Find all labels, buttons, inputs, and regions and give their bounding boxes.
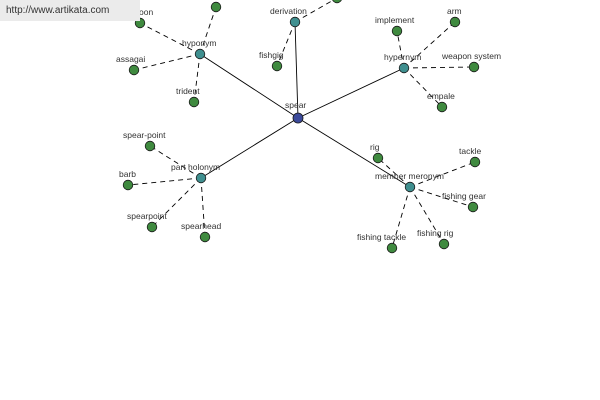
relation-node-part-holonym-dot[interactable] xyxy=(195,172,207,184)
edge-hyponym-trident xyxy=(193,53,201,103)
center-node-spear[interactable]: spear xyxy=(285,100,306,124)
edge-hyponym-harpoon xyxy=(139,22,201,55)
leaf-node-spearhead[interactable]: spearhead xyxy=(181,221,221,243)
edge-part-holonym-spearpoint xyxy=(151,177,202,228)
leaf-node-spear-point-dot[interactable] xyxy=(144,140,156,152)
leaf-node-rig[interactable]: rig xyxy=(370,142,384,164)
edge-spear-hypernym xyxy=(297,67,405,119)
relation-node-derivation[interactable]: derivation xyxy=(270,6,307,28)
relation-node-hypernym[interactable]: hypernym xyxy=(384,52,421,74)
leaf-node-derivation-top-leaf-dot[interactable] xyxy=(332,0,342,4)
leaf-node-fishing-tackle-dot[interactable] xyxy=(386,242,398,254)
leaf-node-implement-label: implement xyxy=(375,15,415,25)
leaf-node-arm[interactable]: arm xyxy=(447,6,462,28)
leaf-node-implement-dot[interactable] xyxy=(391,25,403,37)
edge-spear-hyponym xyxy=(199,53,299,119)
edge-hypernym-weapon-system xyxy=(403,66,475,69)
leaf-node-assagai[interactable]: assagai xyxy=(116,54,145,76)
edge-hyponym-assagai xyxy=(133,53,201,71)
edge-hypernym-implement xyxy=(396,30,405,69)
leaf-node-assagai-dot[interactable] xyxy=(128,64,140,76)
leaf-node-empale-label: empale xyxy=(427,91,455,101)
leaf-node-spear-point[interactable]: spear-point xyxy=(123,130,166,152)
relation-node-hyponym[interactable]: hyponym xyxy=(182,38,217,60)
edge-part-holonym-barb xyxy=(127,177,202,186)
leaf-node-tackle-dot[interactable] xyxy=(469,156,481,168)
edge-member-meronym-fishing-gear xyxy=(409,186,474,208)
edge-member-meronym-tackle xyxy=(409,161,476,188)
relation-node-member-meronym-dot[interactable] xyxy=(404,181,416,193)
leaf-node-spearhead-label: spearhead xyxy=(181,221,221,231)
leaf-node-spearpoint-dot[interactable] xyxy=(146,221,158,233)
relation-node-part-holonym-label: part holonym xyxy=(171,162,220,172)
leaf-node-barb-dot[interactable] xyxy=(122,179,134,191)
leaf-node-weapon-system[interactable]: weapon system xyxy=(441,51,501,73)
leaf-node-empale-dot[interactable] xyxy=(436,101,448,113)
leaf-node-trident-label: trident xyxy=(176,86,200,96)
edge-part-holonym-spear-point xyxy=(149,145,202,179)
leaf-node-hyponym-top-leaf[interactable] xyxy=(210,1,222,13)
leaf-node-rig-dot[interactable] xyxy=(372,152,384,164)
edge-derivation-derivation-top-leaf xyxy=(294,0,335,23)
edge-member-meronym-fishing-rig xyxy=(409,186,445,245)
source-url-banner[interactable]: http://www.artikata.com xyxy=(0,0,140,21)
center-node-spear-dot[interactable] xyxy=(292,112,304,124)
graph-edges xyxy=(127,0,476,249)
center-node-spear-label: spear xyxy=(285,100,306,110)
edge-spear-part-holonym xyxy=(200,117,299,179)
leaf-node-fishing-rig-label: fishing rig xyxy=(417,228,454,238)
leaf-node-fishing-gear-dot[interactable] xyxy=(467,201,479,213)
leaf-node-fishing-rig-dot[interactable] xyxy=(438,238,450,250)
leaf-node-fishing-tackle-label: fishing tackle xyxy=(357,232,406,242)
leaf-node-rig-label: rig xyxy=(370,142,380,152)
leaf-node-fishing-tackle[interactable]: fishing tackle xyxy=(357,232,406,254)
leaf-node-arm-dot[interactable] xyxy=(449,16,461,28)
leaf-node-spearhead-dot[interactable] xyxy=(199,231,211,243)
edge-spear-derivation xyxy=(294,21,299,119)
leaf-node-tackle-label: tackle xyxy=(459,146,481,156)
leaf-node-trident[interactable]: trident xyxy=(176,86,200,108)
edge-derivation-fishgig xyxy=(276,21,296,67)
leaf-node-fishgig-dot[interactable] xyxy=(271,60,283,72)
edge-member-meronym-rig xyxy=(377,157,411,188)
leaf-node-hyponym-top-leaf-dot[interactable] xyxy=(210,1,222,13)
leaf-node-weapon-system-dot[interactable] xyxy=(468,61,480,73)
relation-node-hypernym-dot[interactable] xyxy=(398,62,410,74)
relation-node-part-holonym[interactable]: part holonym xyxy=(171,162,220,184)
relation-node-hyponym-dot[interactable] xyxy=(194,48,206,60)
leaf-node-assagai-label: assagai xyxy=(116,54,145,64)
leaf-node-barb[interactable]: barb xyxy=(119,169,136,191)
leaf-node-arm-label: arm xyxy=(447,6,462,16)
leaf-node-weapon-system-label: weapon system xyxy=(441,51,501,61)
graph-nodes: harpoonassagaitridentfishgigimplementarm… xyxy=(116,0,501,254)
leaf-node-derivation-top-leaf[interactable] xyxy=(332,0,342,4)
leaf-node-spearpoint-label: spearpoint xyxy=(127,211,167,221)
edge-part-holonym-spearhead xyxy=(200,177,206,238)
leaf-node-fishgig-label: fishgig xyxy=(259,50,284,60)
leaf-node-implement[interactable]: implement xyxy=(375,15,415,37)
leaf-node-trident-dot[interactable] xyxy=(188,96,200,108)
relation-node-hyponym-label: hyponym xyxy=(182,38,217,48)
leaf-node-tackle[interactable]: tackle xyxy=(459,146,481,168)
relation-node-hypernym-label: hypernym xyxy=(384,52,421,62)
relation-node-member-meronym[interactable]: member meronym xyxy=(375,171,444,193)
relation-node-derivation-label: derivation xyxy=(270,6,307,16)
leaf-node-fishing-gear-label: fishing gear xyxy=(442,191,486,201)
edge-member-meronym-fishing-tackle xyxy=(391,186,411,249)
leaf-node-barb-label: barb xyxy=(119,169,136,179)
leaf-node-fishing-gear[interactable]: fishing gear xyxy=(442,191,486,213)
leaf-node-fishgig[interactable]: fishgig xyxy=(259,50,284,72)
leaf-node-spearpoint[interactable]: spearpoint xyxy=(127,211,167,233)
edge-hypernym-arm xyxy=(403,21,456,69)
leaf-node-empale[interactable]: empale xyxy=(427,91,455,113)
leaf-node-spear-point-label: spear-point xyxy=(123,130,166,140)
leaf-node-fishing-rig[interactable]: fishing rig xyxy=(417,228,454,250)
relation-node-member-meronym-label: member meronym xyxy=(375,171,444,181)
edge-spear-member-meronym xyxy=(297,117,411,188)
edge-hypernym-empale xyxy=(403,67,443,108)
relation-node-derivation-dot[interactable] xyxy=(289,16,301,28)
